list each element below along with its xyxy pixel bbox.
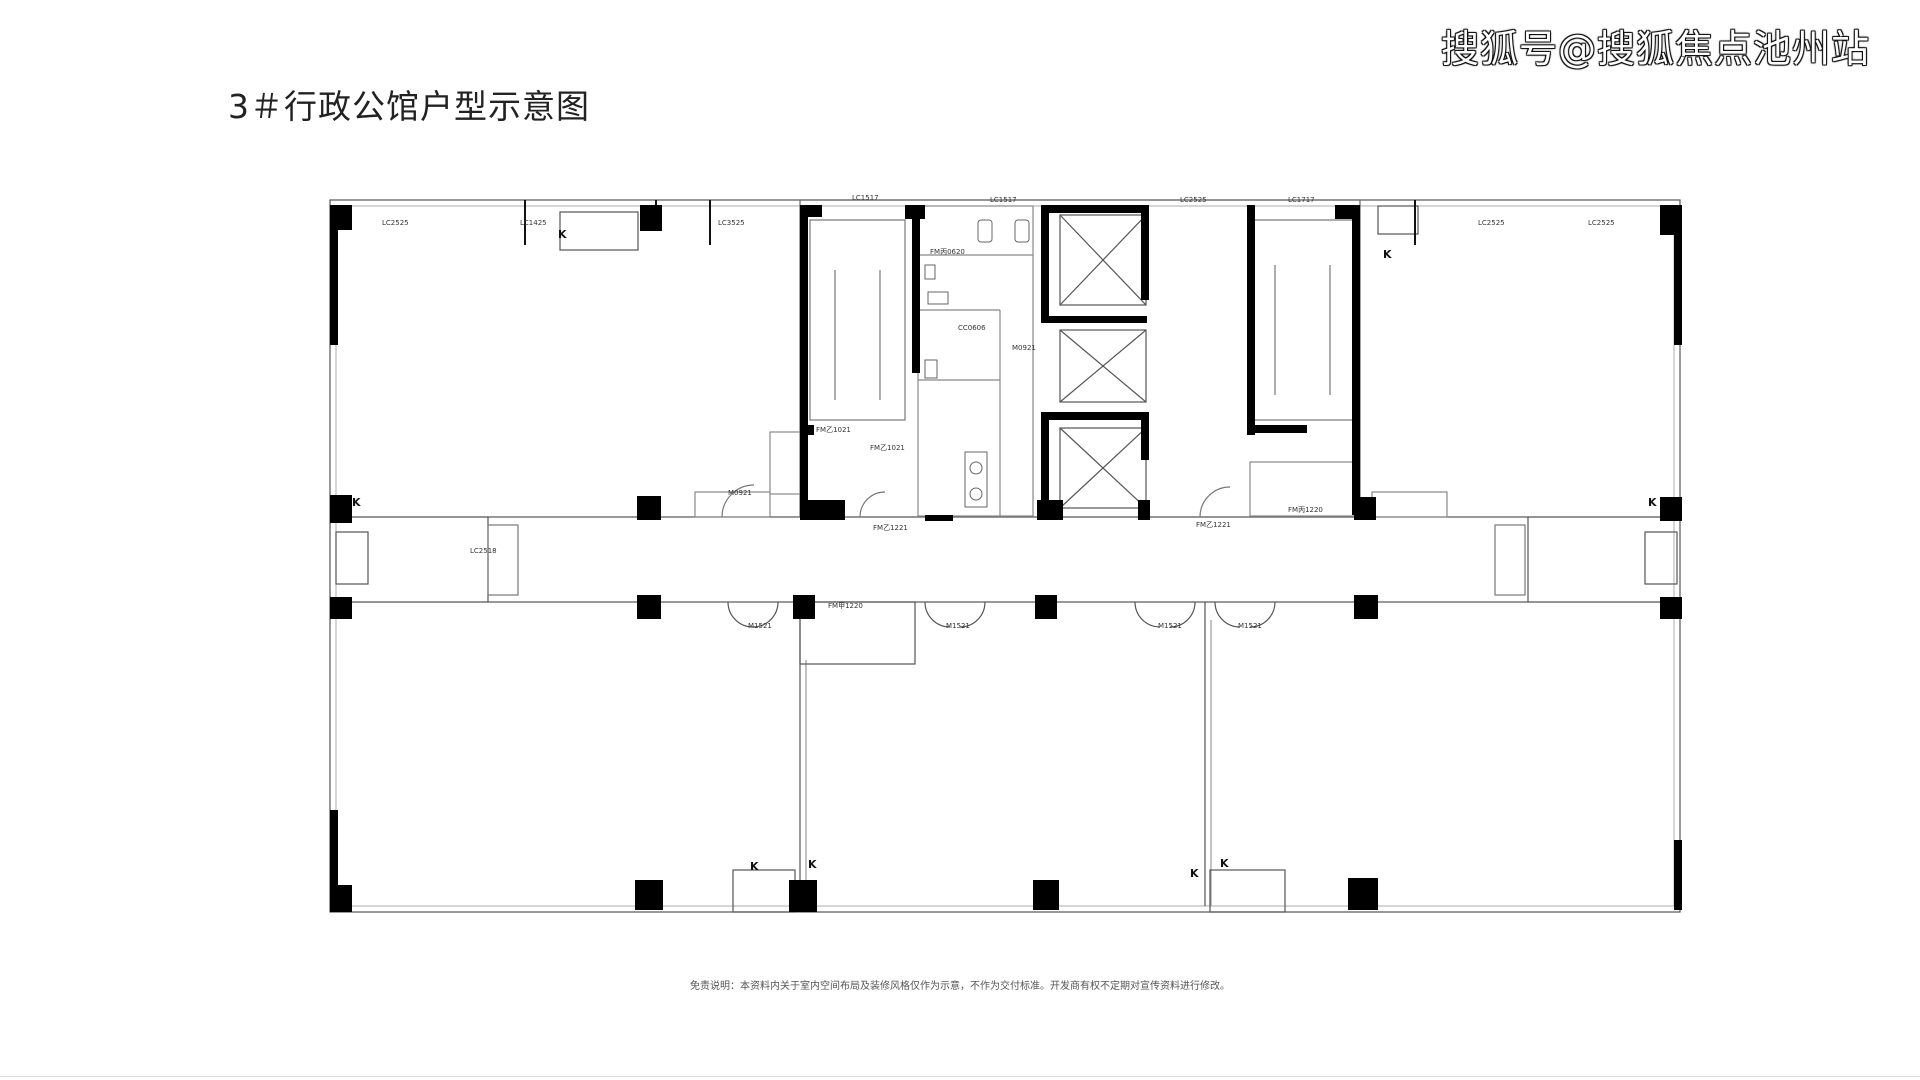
column: [1035, 595, 1057, 619]
ac-mark: K: [352, 496, 361, 509]
ac-mark: K: [1383, 248, 1392, 261]
column: [905, 205, 925, 219]
lift-wall: [1041, 412, 1147, 420]
label-door: M0921: [728, 489, 752, 497]
core-area: [799, 199, 1361, 518]
label-window: LC1517: [990, 196, 1017, 204]
column: [635, 880, 663, 910]
label-door: FM乙1021: [816, 426, 851, 434]
column: [800, 500, 845, 520]
ac-mark: K: [558, 228, 567, 241]
ac-unit-top-left: [559, 211, 639, 251]
column: [640, 205, 662, 231]
label-door: FM丙1220: [1288, 506, 1323, 514]
ac-unit-left: [335, 531, 369, 585]
label-door: M1521: [748, 622, 772, 630]
disclaimer-text: 免责说明：本资料内关于室内空间布局及装修风格仅作为示意，不作为交付标准。开发商有…: [690, 981, 1230, 992]
column: [1354, 595, 1378, 619]
column: [637, 595, 661, 619]
label-door: FM甲1220: [828, 602, 863, 610]
lift-shaft-2: [1059, 329, 1147, 403]
column: [637, 496, 661, 520]
corridor: [487, 516, 1529, 603]
ac-mark: K: [750, 860, 759, 873]
label-door: FM丙0620: [930, 248, 965, 256]
lift-wall: [1041, 205, 1147, 213]
column: [789, 880, 817, 912]
lift-wall: [1041, 412, 1049, 520]
lift-wall: [1141, 412, 1149, 460]
label-door: FM乙1221: [873, 524, 908, 532]
column: [1138, 500, 1150, 520]
ac-unit-bottom-right: [1209, 869, 1286, 913]
column: [1335, 205, 1360, 219]
page-title: 3＃行政公馆户型示意图: [228, 87, 590, 126]
wall-thick: [800, 425, 814, 435]
column: [330, 885, 352, 912]
label-door: M0921: [1012, 344, 1036, 352]
stair-2: [1249, 219, 1356, 421]
column: [330, 597, 352, 619]
label-door: LC2518: [470, 547, 497, 555]
stair-wall: [912, 205, 920, 373]
label-window: LC2525: [1180, 196, 1207, 204]
stair-wall: [800, 205, 808, 520]
stair-wall: [1247, 425, 1307, 433]
structural-columns: [330, 205, 1682, 912]
bottom-divider: [0, 1076, 1920, 1077]
label-window: LC2525: [382, 219, 409, 227]
outer-wall: [329, 199, 1681, 913]
label-door: CC0606: [958, 324, 986, 332]
lobby-niche: [799, 601, 916, 665]
watermark-text: 搜狐号@搜狐焦点池州站: [1440, 27, 1870, 71]
column: [1660, 497, 1682, 521]
column: [793, 595, 815, 619]
column: [330, 495, 352, 523]
label-door: FM乙1021: [870, 444, 905, 452]
lift-wall: [1141, 205, 1149, 300]
lift-shaft-3: [1059, 427, 1147, 509]
wall-thick: [330, 810, 338, 910]
label-door: FM乙1221: [1196, 521, 1231, 529]
label-window: LC1517: [852, 194, 879, 202]
wall-thick: [1674, 205, 1682, 345]
stair-wall: [1352, 205, 1360, 515]
lift-wall: [1041, 316, 1147, 323]
label-window: LC3525: [718, 219, 745, 227]
label-door: M1521: [1158, 622, 1182, 630]
column: [1354, 500, 1376, 520]
ac-mark: K: [808, 858, 817, 871]
ac-mark: K: [1648, 496, 1657, 509]
column: [1033, 880, 1059, 910]
label-window: LC1425: [520, 219, 547, 227]
ac-unit-right: [1644, 531, 1678, 585]
lift-wall: [1041, 205, 1049, 323]
wall-thick: [925, 515, 953, 521]
wall-thick: [330, 205, 338, 345]
ac-mark: K: [1190, 867, 1199, 880]
label-window: LC2525: [1588, 219, 1615, 227]
label-door: M1521: [946, 622, 970, 630]
label-window: LC2525: [1478, 219, 1505, 227]
column: [1348, 878, 1378, 910]
outer-wall-inner: [335, 205, 1675, 907]
ac-unit-top-right: [1377, 205, 1419, 235]
column: [800, 205, 822, 217]
stair-1: [809, 219, 906, 421]
stair-wall: [1247, 205, 1255, 435]
column: [1037, 500, 1063, 520]
ac-mark: K: [1220, 857, 1229, 870]
label-window: LC1717: [1288, 196, 1315, 204]
column: [1660, 597, 1682, 619]
label-door: M1521: [1238, 622, 1262, 630]
wall-thick: [1674, 840, 1682, 910]
